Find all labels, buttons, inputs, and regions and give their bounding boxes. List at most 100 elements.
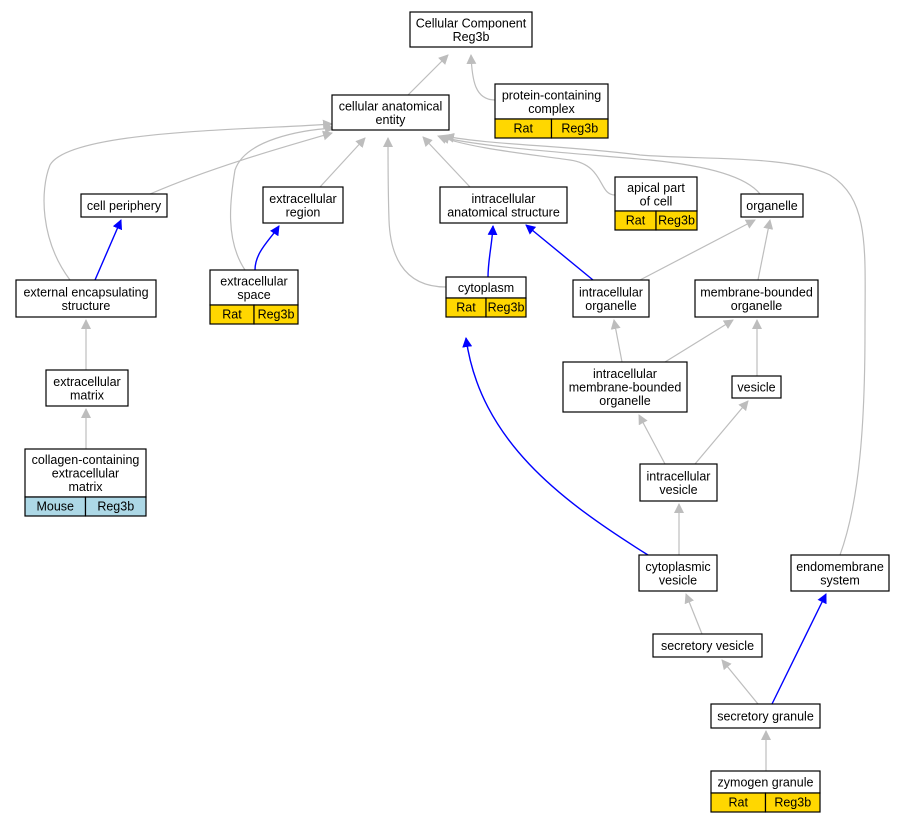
node-box: [790, 554, 890, 592]
edge-extracellular-space-to-extracellular-region: [254, 225, 280, 271]
node-box: [409, 11, 533, 48]
node-label-line: intracellular: [472, 192, 536, 206]
gene-label: Reg3b: [658, 214, 695, 228]
edge-intracellular-organelle-to-intracellular-anatomical-structure: [525, 224, 594, 281]
node-label-line: extracellular: [53, 375, 120, 389]
edge-secretory-granule-to-endomembrane-system: [771, 593, 827, 705]
edge-intracellular-membrane-bounded-organelle-to-intracellular-organelle: [610, 319, 623, 363]
gene-cell: [764, 792, 821, 813]
node-label-line: membrane-bounded: [569, 381, 682, 395]
node-box: [439, 186, 568, 224]
node-box: [694, 279, 819, 318]
edge-endomembrane-system-to-cellular-anatomical-entity: [444, 132, 866, 556]
node-box: [740, 193, 804, 218]
node-label-line: anatomical structure: [447, 205, 560, 219]
node-label-line: space: [237, 288, 270, 302]
species-label: Rat: [456, 301, 476, 315]
node-box: [731, 375, 782, 399]
edge-membrane-bounded-organelle-to-organelle: [757, 219, 774, 281]
node-label-line: organelle: [585, 299, 636, 313]
node-box: [639, 463, 718, 502]
node-label-line: vesicle: [659, 573, 697, 587]
edge-intracellular-membrane-bounded-organelle-to-membrane-bounded-organelle: [664, 319, 734, 363]
node-label-line: matrix: [70, 388, 105, 402]
gene-label: Reg3b: [561, 122, 598, 136]
node-label-line: collagen-containing: [32, 453, 140, 467]
node-label-line: region: [286, 205, 321, 219]
species-label: Rat: [626, 214, 646, 228]
species-label: Mouse: [36, 500, 74, 514]
edge-intracellular-vesicle-to-vesicle: [694, 400, 749, 465]
edge-extracellular-space-to-cellular-anatomical-entity: [229, 123, 335, 271]
node-label-line: external encapsulating: [23, 285, 148, 299]
node-label-line: intracellular: [647, 469, 711, 483]
node-box: [15, 279, 157, 318]
node-label-line: complex: [528, 102, 575, 116]
node-label-line: membrane-bounded: [700, 285, 813, 299]
node-label-line: organelle: [599, 394, 650, 408]
node-label-line: extracellular: [220, 274, 287, 288]
node-cell-periphery[interactable]: cell periphery: [80, 193, 168, 218]
node-organelle[interactable]: organelle: [740, 193, 804, 218]
node-box: [562, 361, 688, 413]
edge-secretory-granule-to-secretory-vesicle: [721, 659, 759, 705]
node-label-line: organelle: [746, 199, 797, 213]
node-label-line: zymogen granule: [718, 776, 814, 790]
node-label-line: system: [820, 573, 860, 587]
node-label-line: organelle: [731, 299, 782, 313]
edge-secretory-vesicle-to-cytoplasmic-vesicle: [684, 593, 703, 635]
node-box: [331, 94, 450, 131]
edge-intracellular-organelle-to-organelle: [639, 219, 756, 281]
gene-cell: [84, 496, 147, 517]
edge-cellular-anatomical-entity-to-cellular-component: [407, 54, 449, 96]
node-vesicle[interactable]: vesicle: [731, 375, 782, 399]
node-secretory-granule[interactable]: secretory granule: [710, 703, 821, 729]
edge-intracellular-vesicle-to-intracellular-membrane-bounded-organelle: [638, 414, 666, 465]
node-box: [209, 269, 299, 306]
node-label-line: vesicle: [737, 381, 775, 395]
node-box: [638, 554, 718, 592]
node-label-line: secretory granule: [717, 710, 814, 724]
edge-cytoplasm-to-intracellular-anatomical-structure: [487, 225, 498, 278]
node-label-line: intracellular: [579, 285, 643, 299]
edge-external-encapsulating-structure-to-cell-periphery: [94, 219, 123, 281]
edge-cytoplasmic-vesicle-to-cytoplasm: [462, 337, 649, 556]
edge-cytoplasm-to-cellular-anatomical-entity: [383, 137, 447, 288]
node-label-line: cell periphery: [87, 199, 162, 213]
edge-apical-part-of-cell-to-cellular-anatomical-entity: [437, 134, 616, 196]
edge-cell-periphery-to-cellular-anatomical-entity: [149, 130, 333, 195]
node-box: [45, 369, 129, 407]
node-box: [572, 279, 650, 318]
node-label-line: cytoplasm: [458, 281, 514, 295]
edge-extracellular-region-to-cellular-anatomical-entity: [319, 137, 366, 188]
gene-cell: [485, 297, 527, 318]
edge-external-encapsulating-structure-to-cellular-anatomical-entity: [43, 119, 333, 281]
node-box: [80, 193, 168, 218]
gene-cell: [550, 118, 609, 139]
edge-organelle-to-cellular-anatomical-entity: [439, 134, 761, 195]
gene-cell: [253, 304, 299, 325]
species-label: Rat: [222, 308, 242, 322]
node-secretory-vesicle[interactable]: secretory vesicle: [652, 633, 763, 658]
node-collagen-containing-extracellular-matrix[interactable]: collagen-containingextracellularmatrixMo…: [24, 448, 147, 517]
node-label-line: Reg3b: [453, 30, 490, 44]
